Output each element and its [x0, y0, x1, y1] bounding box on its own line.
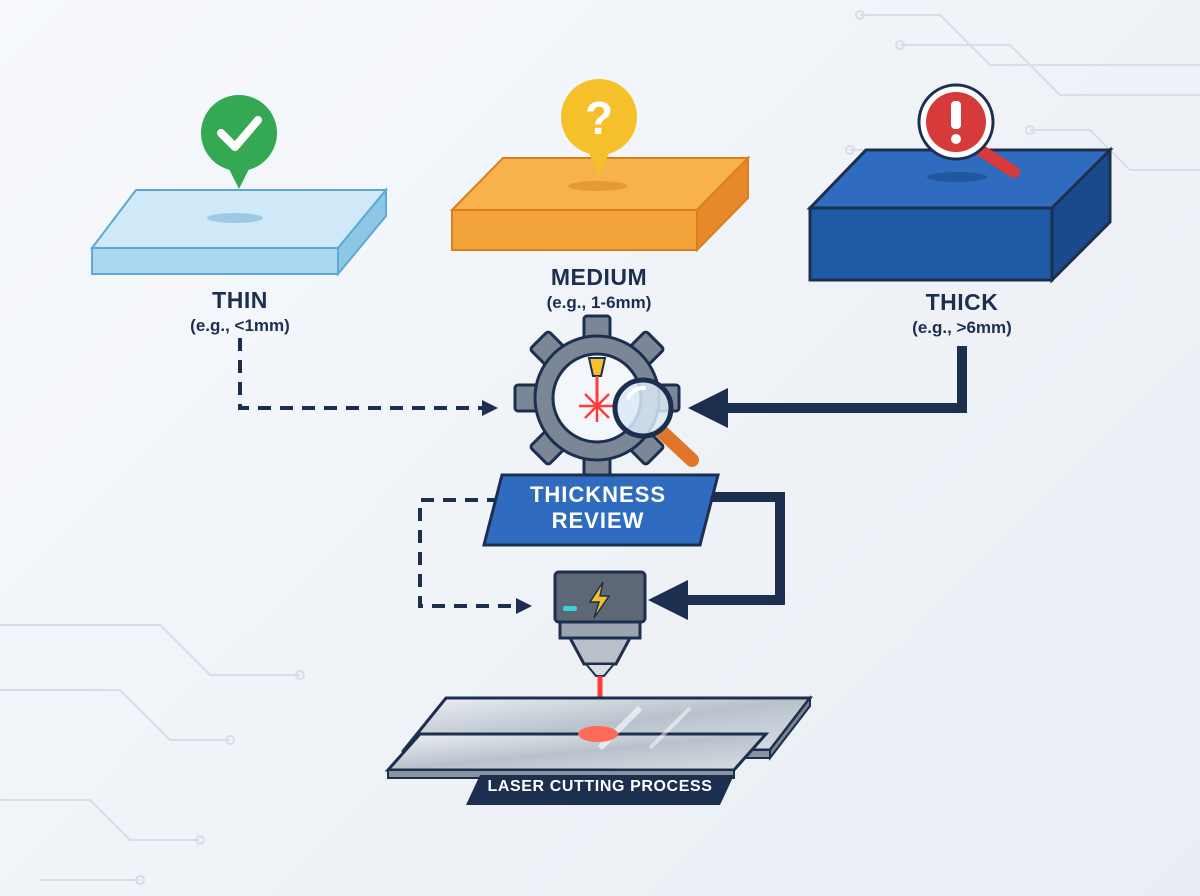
gear-magnifier-icon	[513, 314, 699, 482]
thick-plate	[806, 146, 1114, 284]
thin-connector	[238, 338, 498, 416]
thick-name: THICK	[925, 289, 999, 315]
svg-text:?: ?	[585, 92, 613, 144]
laser-head	[553, 570, 647, 677]
review-solid-connector	[648, 492, 785, 620]
thick-connector	[688, 346, 967, 428]
review-label: THICKNESS REVIEW	[529, 482, 667, 533]
review-banner	[482, 473, 720, 547]
alert-magnifier-icon	[917, 83, 1020, 178]
medium-label: MEDIUM (e.g., 1-6mm)	[499, 264, 699, 313]
thin-example: (e.g., <1mm)	[190, 316, 290, 335]
circuit-decoration	[0, 10, 1200, 885]
medium-plate	[449, 155, 751, 253]
thin-label: THIN (e.g., <1mm)	[140, 287, 340, 336]
medium-example: (e.g., 1-6mm)	[546, 293, 652, 312]
medium-name: MEDIUM	[550, 264, 648, 290]
thick-example: (e.g., >6mm)	[912, 318, 1012, 337]
process-label: LASER CUTTING PROCESS	[487, 778, 713, 795]
metal-sheet	[384, 695, 814, 779]
question-icon: ?	[561, 79, 637, 175]
thin-plate	[89, 187, 389, 277]
check-icon	[201, 95, 277, 189]
review-dashed-connector	[418, 498, 532, 614]
lightning-icon	[588, 581, 611, 619]
process-label-plate	[466, 775, 734, 805]
thick-label: THICK (e.g., >6mm)	[862, 289, 1062, 338]
thin-name: THIN	[212, 287, 268, 313]
